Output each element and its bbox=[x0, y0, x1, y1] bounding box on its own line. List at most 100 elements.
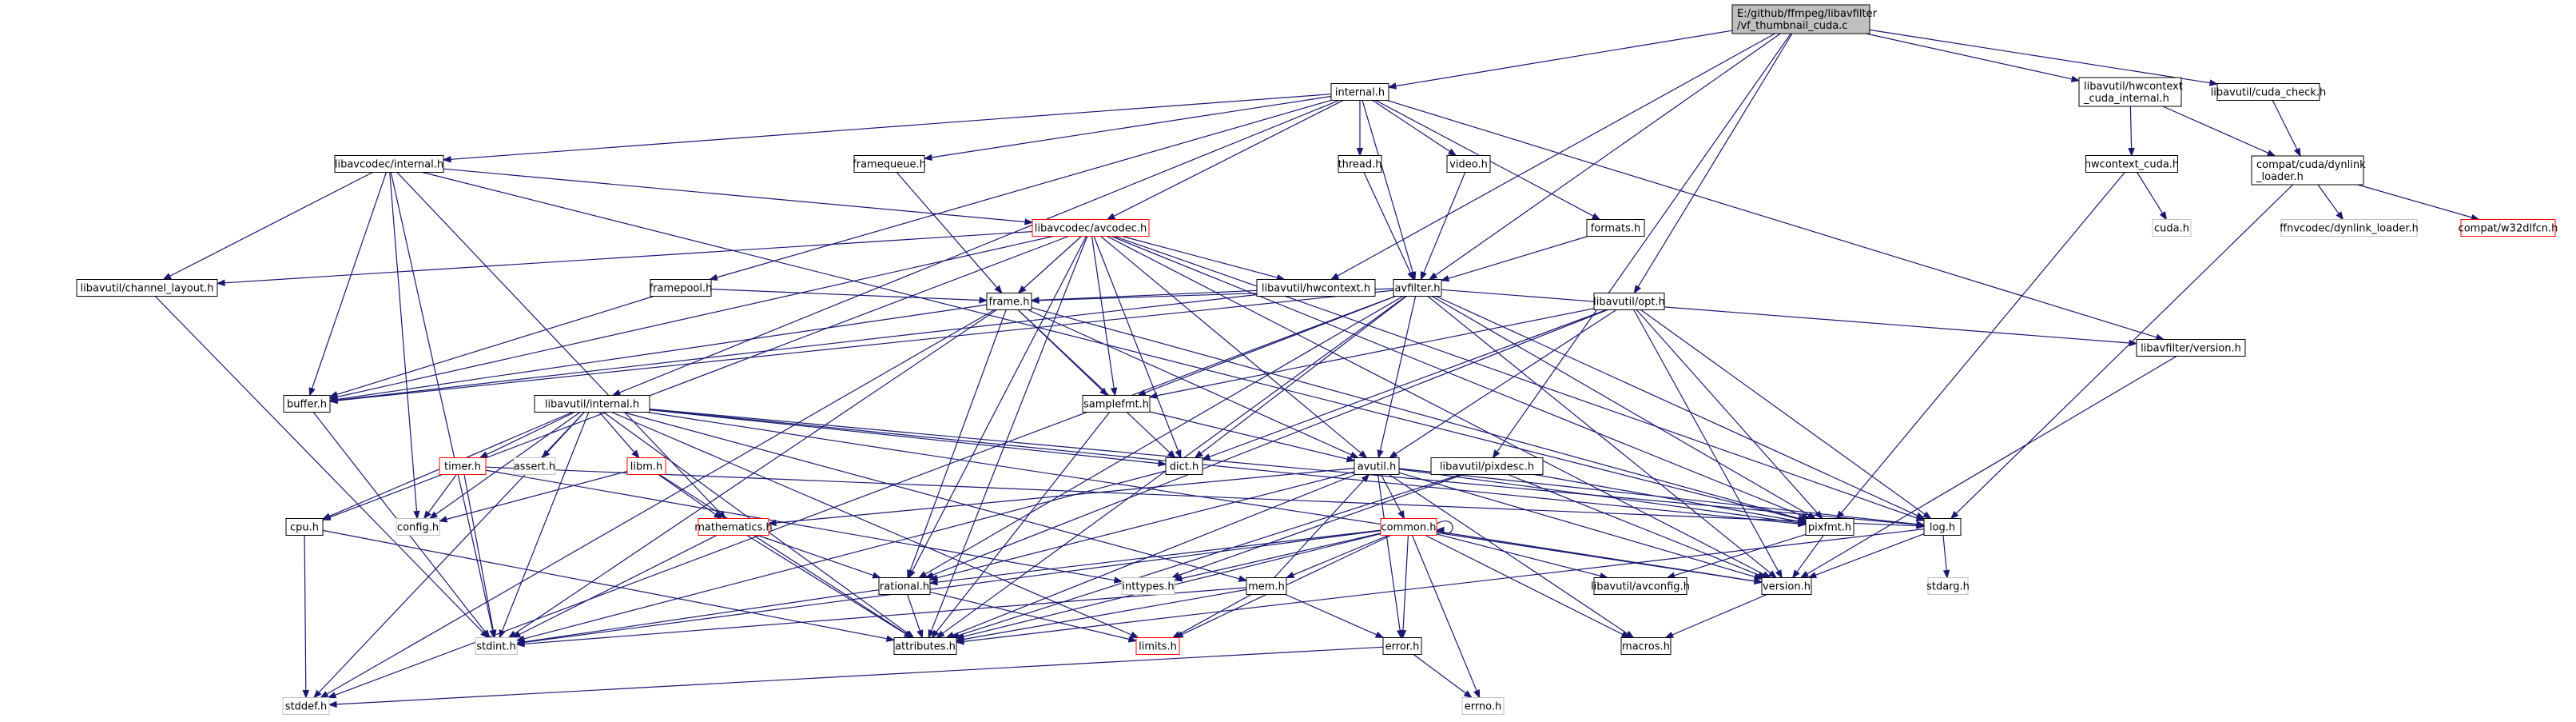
node-avfilter[interactable]: avfilter.h bbox=[1393, 279, 1442, 297]
node-label: internal.h bbox=[1335, 87, 1385, 99]
node-common[interactable]: common.h bbox=[1380, 518, 1437, 536]
edge-version-to-macros bbox=[1664, 593, 1767, 639]
node-frame[interactable]: frame.h bbox=[986, 293, 1032, 310]
edge-cpu-to-stddef bbox=[302, 535, 310, 699]
node-label: libavfilter/version.h bbox=[2141, 343, 2241, 355]
node-label: libm.h bbox=[630, 461, 663, 473]
edge-common-to-mem bbox=[1285, 534, 1389, 579]
node-cpu[interactable]: cpu.h bbox=[285, 518, 324, 536]
edge-avfilter-to-avutil bbox=[1377, 296, 1417, 459]
edge-libm-to-config bbox=[438, 470, 628, 523]
node-box bbox=[1256, 279, 1376, 297]
node-attributes[interactable]: attributes.h bbox=[893, 637, 957, 655]
node-lavfi-version[interactable]: libavfilter/version.h bbox=[2136, 339, 2246, 357]
node-dynlink-loader[interactable]: compat/cuda/dynlink_loader.h bbox=[2251, 155, 2366, 185]
node-lavc-internal[interactable]: libavcodec/internal.h bbox=[334, 155, 444, 173]
node-box bbox=[986, 293, 1032, 310]
node-assert-sys: assert.h bbox=[513, 457, 556, 475]
node-mem[interactable]: mem.h bbox=[1246, 577, 1287, 595]
edge-log-to-version bbox=[1807, 533, 1925, 579]
node-framequeue[interactable]: framequeue.h bbox=[853, 155, 926, 173]
edge-avutil-to-error bbox=[1377, 474, 1404, 639]
node-limits[interactable]: limits.h bbox=[1135, 637, 1180, 655]
edge-avutil-to-version bbox=[1398, 472, 1763, 580]
node-label: mathematics.h bbox=[694, 522, 773, 534]
edge-avfilter-to-version bbox=[1427, 296, 1778, 579]
node-libm[interactable]: libm.h bbox=[626, 457, 666, 475]
node-cuda-check[interactable]: libavutil/cuda_check.h bbox=[2211, 83, 2327, 101]
edge-lavu_internal-to-pixfmt bbox=[649, 409, 1807, 528]
edge-libm-to-attributes bbox=[658, 473, 913, 639]
node-label: thread.h bbox=[1338, 159, 1382, 171]
edge-internal_h-to-framepool bbox=[709, 99, 1332, 281]
edge-cuda_check-to-dynlink_loader bbox=[2272, 100, 2301, 158]
node-label: stdarg.h bbox=[1926, 581, 1970, 593]
node-label: assert.h bbox=[514, 461, 555, 473]
node-thread[interactable]: thread.h bbox=[1338, 155, 1382, 173]
node-internal-h[interactable]: internal.h bbox=[1330, 83, 1389, 101]
node-avcodec[interactable]: libavcodec/avcodec.h bbox=[1032, 219, 1150, 237]
node-label: mem.h bbox=[1248, 581, 1285, 593]
node-log[interactable]: log.h bbox=[1923, 518, 1962, 536]
edge-rational-to-limits bbox=[929, 592, 1138, 643]
node-label: timer.h bbox=[444, 461, 481, 473]
node-w32dlfcn[interactable]: compat/w32dlfcn.h bbox=[2459, 219, 2558, 237]
node-root[interactable]: E:/github/ffmpeg/libavfilter/vf_thumbnai… bbox=[1731, 4, 1878, 34]
node-label: libavutil/hwcontext bbox=[2084, 81, 2183, 93]
edge-avcodec-to-pixfmt bbox=[1111, 235, 1811, 520]
node-layer: E:/github/ffmpeg/libavfilter/vf_thumbnai… bbox=[76, 4, 2558, 715]
edge-avcodec-to-log bbox=[1114, 235, 1926, 521]
node-channel-layout[interactable]: libavutil/channel_layout.h bbox=[76, 279, 218, 297]
edge-common-to-errno bbox=[1411, 535, 1481, 699]
node-timer[interactable]: timer.h bbox=[439, 457, 487, 475]
node-box bbox=[1032, 219, 1150, 237]
edge-framequeue-to-frame bbox=[896, 172, 1003, 294]
node-video[interactable]: video.h bbox=[1446, 155, 1491, 173]
edge-avcodec-to-channel_layout bbox=[216, 231, 1033, 286]
node-version[interactable]: version.h bbox=[1761, 577, 1812, 595]
edge-hwcontext_cuda_internal-to-dynlink_loader bbox=[2162, 106, 2276, 157]
node-lavu-internal[interactable]: libavutil/internal.h bbox=[534, 395, 650, 413]
node-label: framequeue.h bbox=[853, 159, 926, 171]
edge-pixdesc-to-attributes bbox=[950, 473, 1461, 639]
node-framepool[interactable]: framepool.h bbox=[650, 279, 713, 297]
edge-opt-to-log bbox=[1640, 309, 1932, 520]
node-avconfig[interactable]: libavutil/avconfig.h bbox=[1591, 577, 1690, 595]
node-dict[interactable]: dict.h bbox=[1165, 457, 1203, 475]
node-pixdesc[interactable]: libavutil/pixdesc.h bbox=[1430, 457, 1544, 475]
node-box bbox=[534, 395, 650, 413]
edge-common-to-version bbox=[1436, 530, 1763, 584]
edge-common-to-inttypes bbox=[1173, 533, 1381, 582]
node-samplefmt[interactable]: samplefmt.h bbox=[1082, 395, 1151, 413]
node-hwcontext[interactable]: libavutil/hwcontext.h bbox=[1256, 279, 1376, 297]
node-hwcontext-cuda-internal[interactable]: libavutil/hwcontext_cuda_internal.h bbox=[2078, 77, 2183, 107]
node-label: E:/github/ffmpeg/libavfilter bbox=[1737, 8, 1878, 20]
node-avutil[interactable]: avutil.h bbox=[1354, 457, 1400, 475]
edge-lavu_internal-to-stdint bbox=[499, 412, 590, 639]
edge-error-to-stddef bbox=[328, 646, 1384, 708]
node-rational[interactable]: rational.h bbox=[878, 577, 931, 595]
edge-common-to-rational bbox=[928, 529, 1381, 586]
edge-opt-to-dict bbox=[1201, 309, 1607, 461]
node-box bbox=[475, 637, 518, 655]
node-hwcontext-cuda[interactable]: hwcontext_cuda.h bbox=[2085, 155, 2179, 173]
node-macros[interactable]: macros.h bbox=[1620, 637, 1672, 655]
node-opt[interactable]: libavutil/opt.h bbox=[1593, 293, 1665, 310]
node-box bbox=[2078, 77, 2182, 107]
edge-error-to-errno bbox=[1413, 654, 1473, 699]
edge-avcodec-to-buffer bbox=[328, 235, 1054, 401]
node-label: samplefmt.h bbox=[1083, 399, 1149, 411]
node-error[interactable]: error.h bbox=[1382, 637, 1422, 655]
node-pixfmt[interactable]: pixfmt.h bbox=[1805, 518, 1854, 536]
node-mathematics[interactable]: mathematics.h bbox=[694, 518, 773, 536]
node-box bbox=[1461, 697, 1505, 715]
edge-internal_h-to-avcodec bbox=[1106, 99, 1344, 221]
node-buffer[interactable]: buffer.h bbox=[283, 395, 331, 413]
edge-avcodec-to-cpu bbox=[321, 235, 1069, 521]
edge-mem-to-attributes bbox=[955, 588, 1247, 643]
node-label: avfilter.h bbox=[1394, 283, 1440, 295]
edge-timer-to-inttypes bbox=[485, 469, 1123, 584]
node-formats[interactable]: formats.h bbox=[1586, 219, 1645, 237]
node-box bbox=[1620, 637, 1672, 655]
